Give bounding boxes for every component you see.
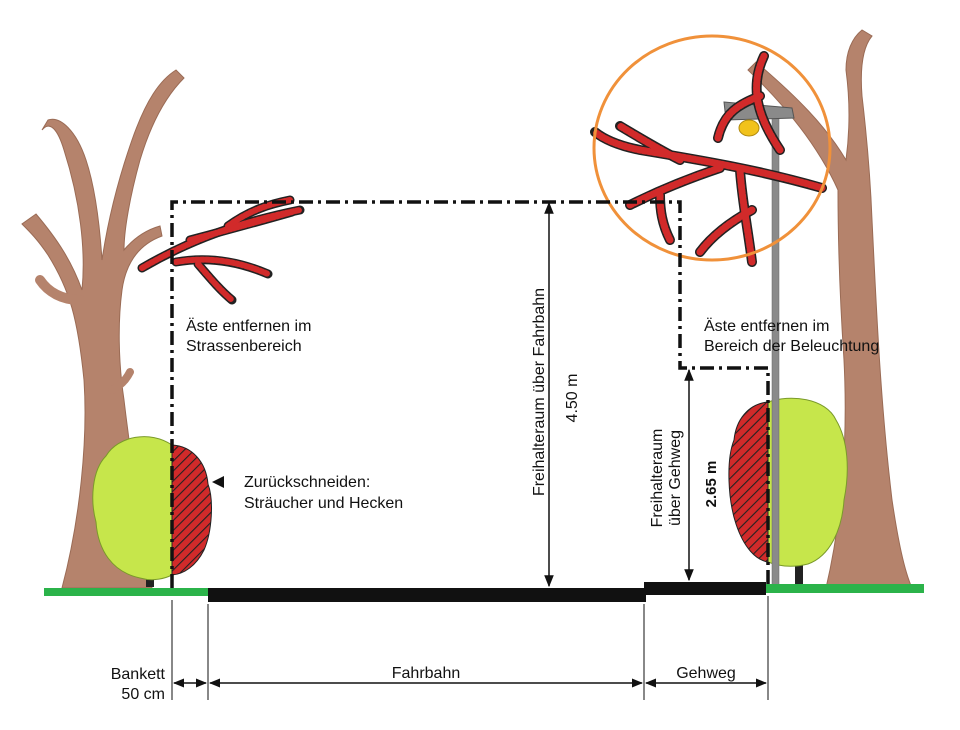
left-bush-green	[92, 436, 173, 581]
lighting-zone-circle	[592, 34, 832, 262]
bankett-label-line1: Bankett	[111, 666, 166, 683]
cut-back-pointer	[212, 476, 224, 488]
right-tree	[747, 29, 913, 589]
road-clearance-title: Freihalteraum über Fahrbahn	[531, 288, 548, 496]
street-branches-label-line2: Strassenbereich	[186, 338, 302, 355]
walk-clearance-label-line2: über Gehweg	[667, 430, 684, 526]
light-branches-label-line1: Äste entfernen im	[704, 317, 829, 335]
left-tree	[21, 69, 185, 589]
ground	[44, 582, 924, 602]
left-tree-trunk	[21, 69, 185, 589]
road-clearance-height: 4.50 m	[564, 374, 581, 423]
dimension-lines	[171, 596, 769, 700]
lamp-bulb	[738, 119, 760, 137]
left-cut-branch	[137, 195, 305, 305]
walk-clearance-label-line1: Freihalteraum	[649, 429, 666, 528]
cut-back-label-line2: Sträucher und Hecken	[244, 495, 403, 512]
right-bush	[728, 397, 848, 586]
walk-clearance-height: 2.65 m	[703, 461, 720, 508]
street-branches-label-line1: Äste entfernen im	[186, 317, 311, 335]
right-grass	[764, 584, 924, 593]
right-bush-cut-area	[728, 401, 769, 563]
left-bush-cut-area	[171, 444, 212, 576]
bankett-label-line2: 50 cm	[121, 686, 165, 703]
right-cut-branch	[590, 51, 827, 267]
clearance-outline	[170, 200, 770, 588]
sidewalk-surface	[644, 582, 766, 595]
light-branches-label-line2: Bereich der Beleuchtung	[704, 338, 879, 355]
cut-back-label-line1: Zurückschneiden:	[244, 474, 370, 491]
right-tree-trunk	[747, 29, 913, 589]
right-bush-green	[767, 397, 848, 567]
road-surface	[208, 588, 646, 602]
fahrbahn-label: Fahrbahn	[392, 665, 461, 682]
gehweg-label: Gehweg	[676, 665, 736, 682]
left-bush	[92, 436, 212, 587]
left-grass	[44, 588, 210, 596]
